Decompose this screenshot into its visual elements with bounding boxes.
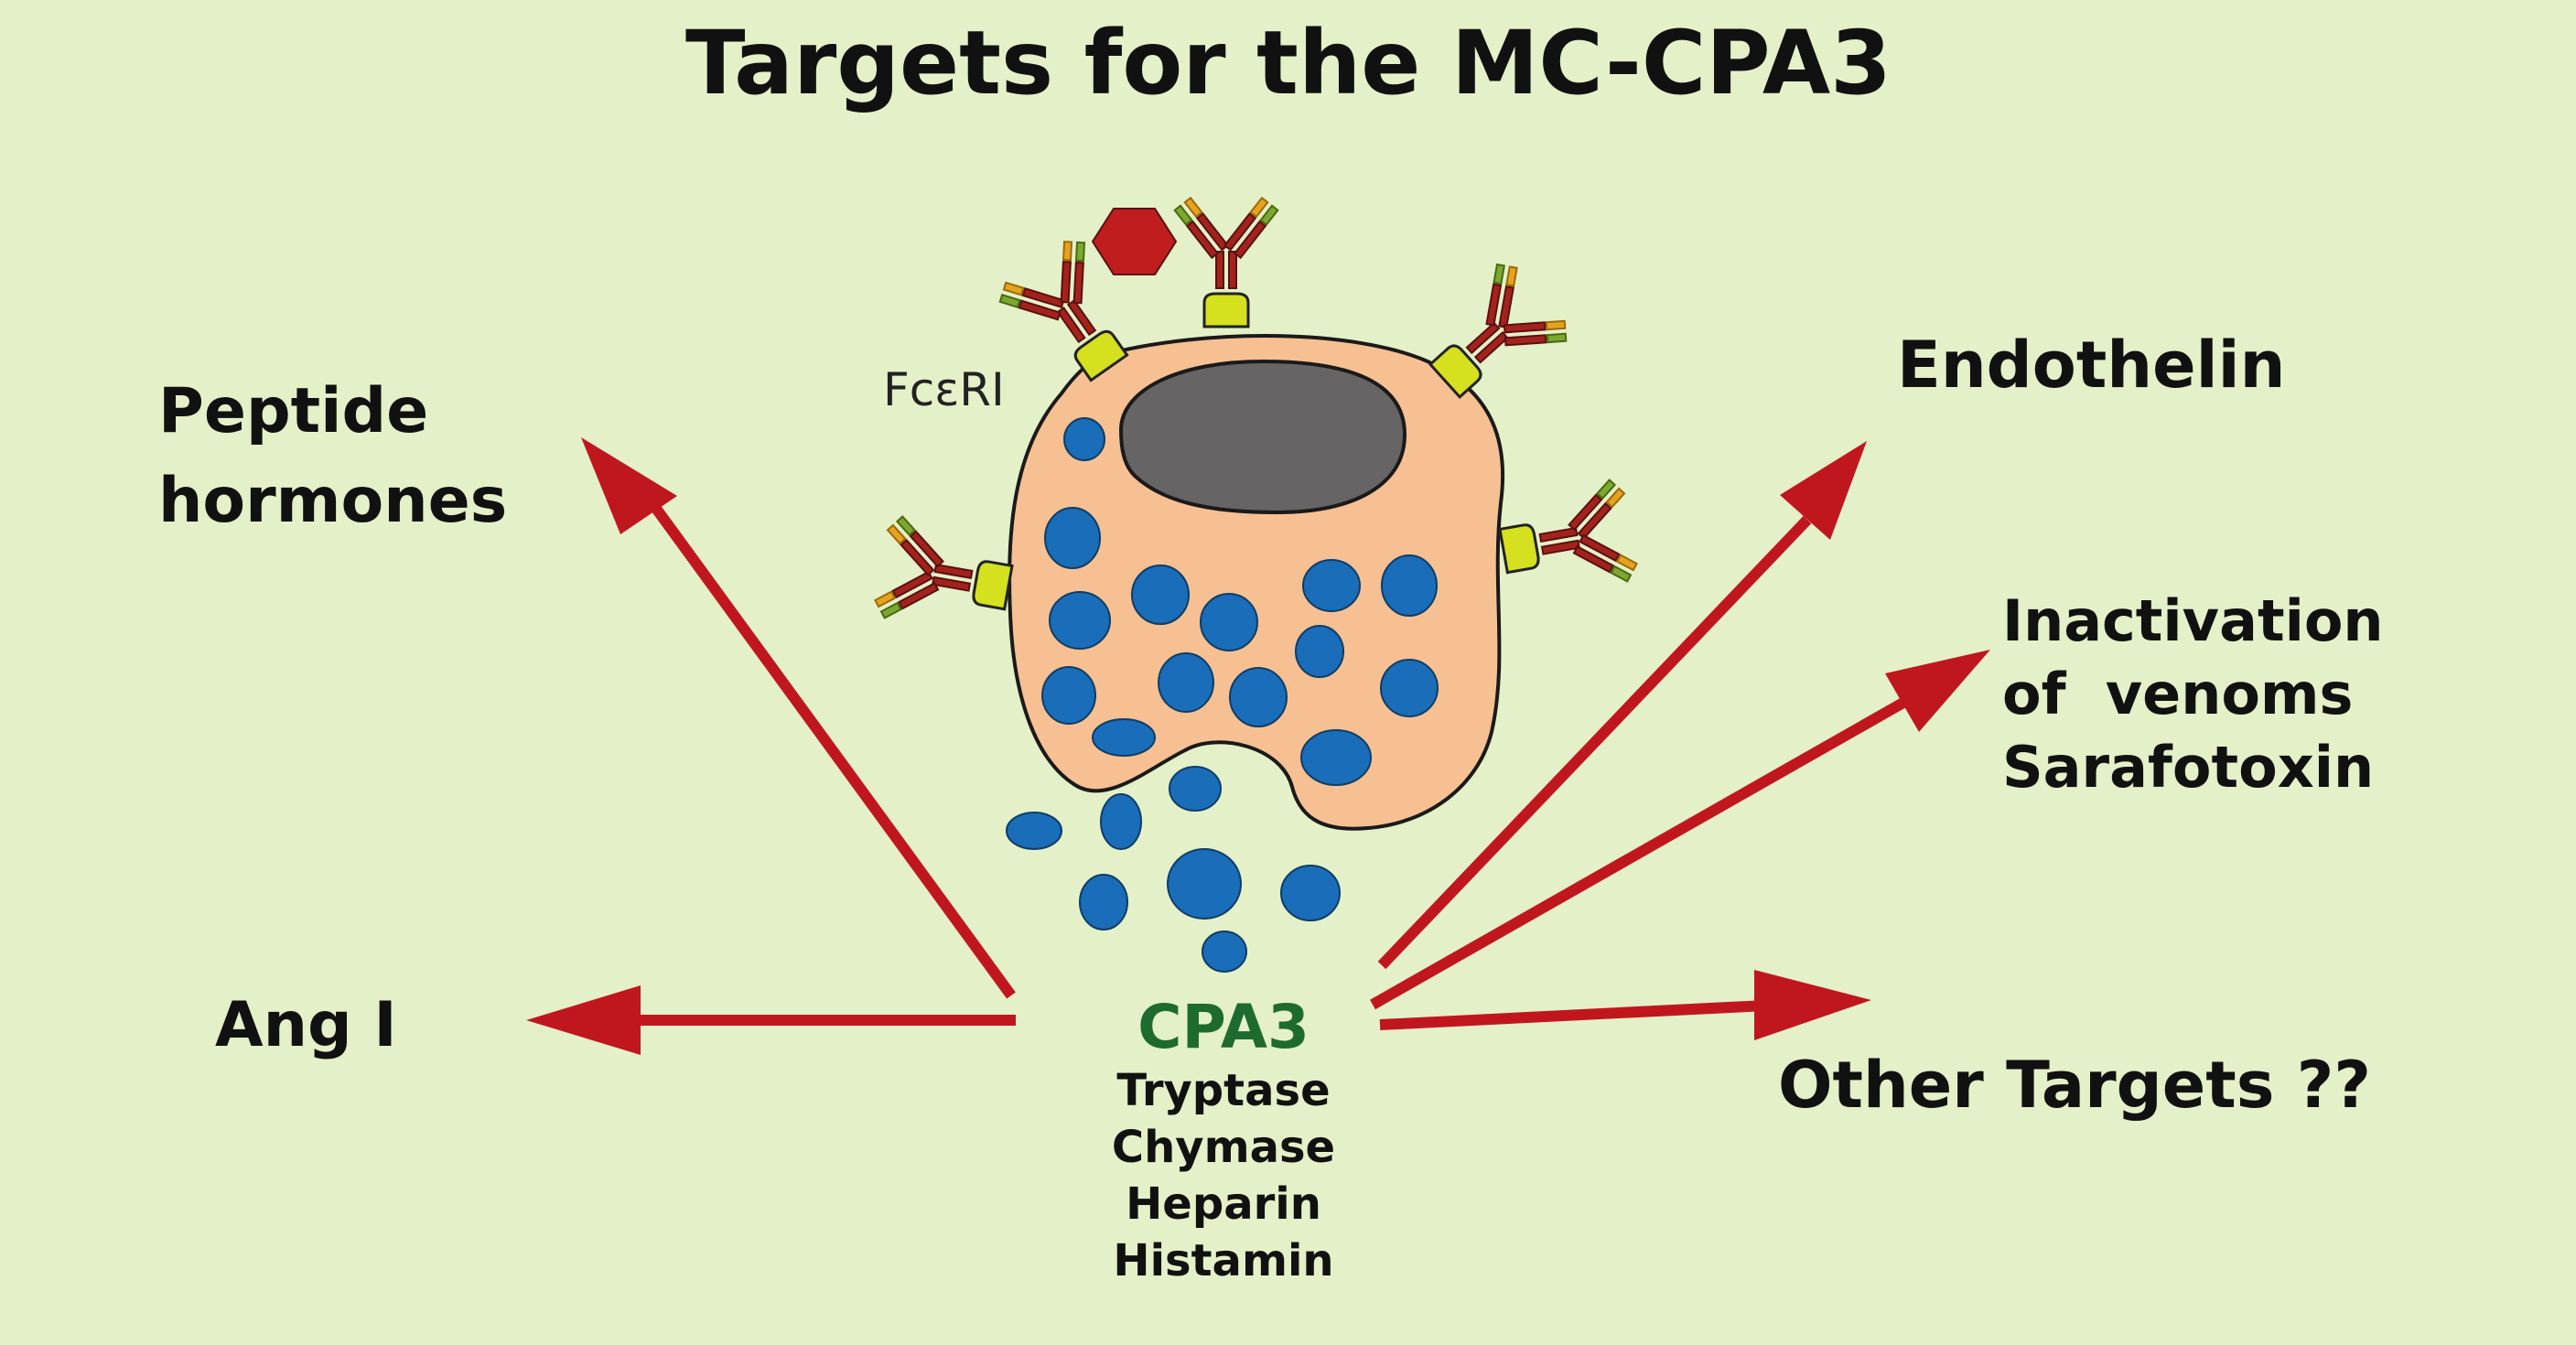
intracellular-granules: [1041, 417, 1439, 786]
arrow-peptide-hormones: [581, 437, 1016, 999]
released-granules: [1006, 766, 1341, 973]
receptor-right: [1498, 477, 1641, 597]
target-peptide-hormones-line1: Peptide: [158, 375, 428, 447]
target-venoms-line3: Sarafotoxin: [2002, 734, 2374, 801]
arrow-inactivation-venoms: [1370, 650, 1990, 1010]
arrow-ang-i: [526, 985, 1016, 1055]
target-ang-i: Ang I: [215, 989, 397, 1061]
center-item-heparin: Heparin: [1126, 1178, 1321, 1230]
target-other: Other Targets ??: [1778, 1048, 2371, 1123]
target-endothelin: Endothelin: [1897, 328, 2285, 403]
center-item-histamin: Histamin: [1113, 1235, 1333, 1286]
center-item-tryptase: Tryptase: [1116, 1065, 1330, 1116]
diagram-title: Targets for the MC-CPA3: [685, 12, 1892, 114]
receptor-label: FcεRI: [883, 363, 1005, 416]
target-venoms-line2: of venoms: [2002, 661, 2353, 727]
nucleus: [1118, 359, 1407, 515]
arrow-other-targets: [1379, 970, 1871, 1040]
center-item-chymase: Chymase: [1112, 1122, 1335, 1173]
receptor-top-center: [1173, 197, 1279, 328]
arrow-endothelin: [1377, 441, 1867, 970]
target-venoms-line1: Inactivation: [2002, 587, 2384, 654]
arrows: [526, 437, 1990, 1055]
target-peptide-hormones-line2: hormones: [158, 465, 507, 537]
receptor-left: [871, 513, 1014, 633]
center-main-label: CPA3: [1137, 992, 1310, 1062]
antigen-hexagon: [1091, 208, 1178, 275]
